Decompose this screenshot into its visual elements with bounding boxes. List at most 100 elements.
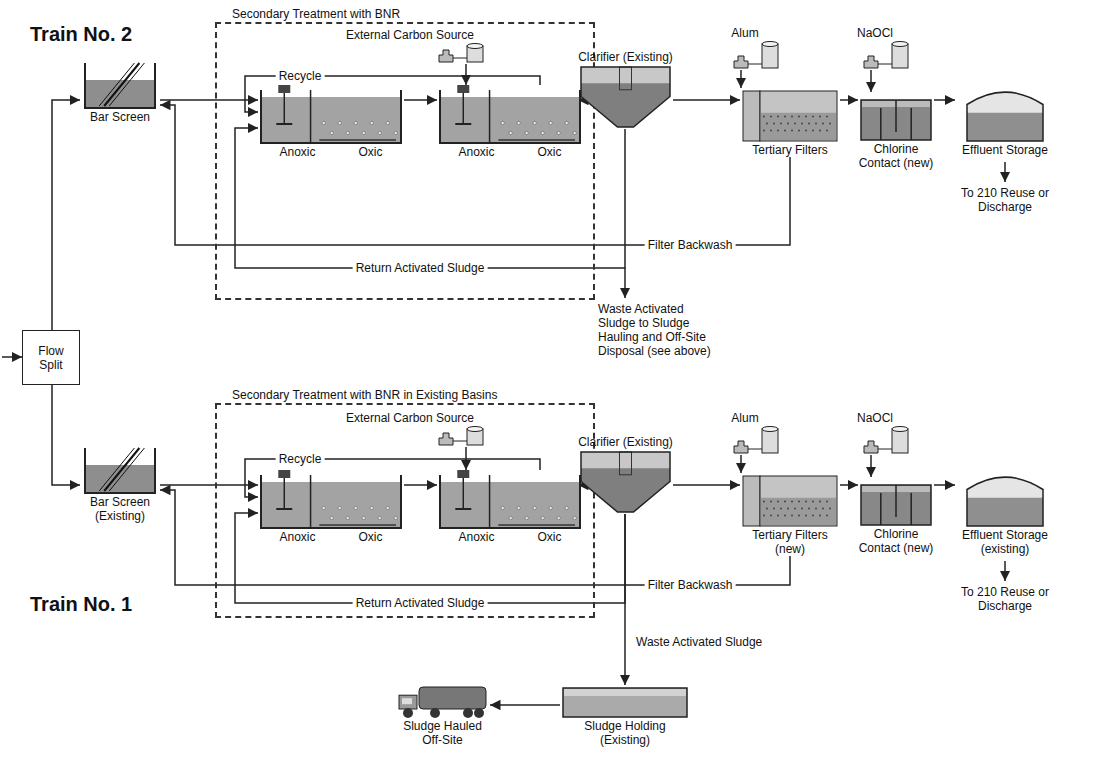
clarifier-illustration bbox=[578, 64, 673, 129]
air-bubble bbox=[501, 506, 504, 509]
air-bubble bbox=[354, 506, 357, 509]
air-bubble bbox=[322, 506, 325, 509]
note-holder: To 210 Reuse or Discharge bbox=[950, 186, 1060, 214]
mixer-motor bbox=[278, 85, 290, 93]
bnr-basin-illustration bbox=[437, 85, 583, 145]
chemical-feed: NaOCl bbox=[835, 26, 915, 70]
flow-line bbox=[465, 64, 467, 85]
clarifier: Clarifier (Existing) bbox=[578, 435, 673, 514]
media-grain bbox=[770, 501, 772, 503]
media-grain bbox=[805, 130, 807, 132]
tank-wall bbox=[261, 475, 401, 528]
line-label-holder: Recycle bbox=[276, 452, 325, 466]
air-bubble bbox=[533, 506, 536, 509]
unit-label: Anoxic bbox=[458, 145, 494, 159]
flow-line bbox=[52, 100, 80, 330]
water bbox=[967, 113, 1043, 141]
media-grain bbox=[805, 116, 807, 118]
mixer-shaft bbox=[284, 478, 286, 509]
baffle-wall bbox=[910, 493, 912, 525]
air-bubble bbox=[386, 121, 389, 124]
flow-label: Recycle bbox=[276, 452, 325, 466]
media-grain bbox=[812, 116, 814, 118]
inlet-chamber bbox=[743, 476, 760, 526]
unit-label: Bar Screen bbox=[90, 110, 150, 124]
unit-label: NaOCl bbox=[857, 26, 893, 40]
flow-label: Recycle bbox=[276, 69, 325, 83]
water bbox=[262, 482, 400, 527]
tertiary-filter-illustration bbox=[740, 473, 840, 528]
water bbox=[262, 97, 400, 142]
flow-line bbox=[404, 99, 437, 101]
bar-rack bbox=[99, 448, 134, 491]
truck-tank bbox=[419, 687, 486, 709]
media-grain bbox=[822, 123, 824, 125]
filter-media bbox=[761, 498, 836, 525]
cab-window bbox=[402, 698, 412, 704]
unit-label: Oxic bbox=[359, 145, 383, 159]
unit-label: Flow Split bbox=[26, 344, 76, 372]
unit-label: Tertiary Filters bbox=[752, 143, 827, 157]
media-grain bbox=[822, 508, 824, 510]
media-grain bbox=[801, 508, 803, 510]
tank-interior bbox=[967, 92, 1043, 141]
feed-pipe bbox=[878, 64, 892, 65]
storage-tank bbox=[967, 92, 1043, 141]
feed-pump bbox=[864, 441, 878, 453]
sludge-holding-tank-illustration bbox=[560, 685, 690, 719]
flow-label: Filter Backwash bbox=[645, 238, 736, 252]
contact-water bbox=[861, 100, 931, 140]
air-bubble bbox=[541, 131, 544, 134]
bar-screen: Bar Screen (Existing) bbox=[80, 445, 160, 523]
water bbox=[441, 482, 579, 527]
flow-line bbox=[160, 99, 258, 101]
media-grain bbox=[819, 515, 821, 517]
chemical-feed-illustration bbox=[330, 42, 490, 64]
unit-label: Sludge Holding (Existing) bbox=[560, 719, 690, 747]
media-grain bbox=[763, 515, 765, 517]
sludge-zone bbox=[581, 67, 670, 127]
chemical-feed-illustration bbox=[705, 425, 785, 455]
media-grain bbox=[787, 123, 789, 125]
bnr-basin-illustration bbox=[437, 470, 583, 530]
mixer-motor bbox=[457, 470, 469, 478]
chemical-feed-illustration bbox=[835, 40, 915, 70]
unit-label: Alum bbox=[731, 26, 758, 40]
filter-cell bbox=[760, 91, 837, 141]
flow-line bbox=[840, 484, 858, 486]
chemical-feed: Alum bbox=[705, 26, 785, 70]
unit-label: Effluent Storage bbox=[962, 143, 1048, 157]
mixer-motor bbox=[457, 85, 469, 93]
truck-wheel bbox=[474, 708, 484, 718]
unit-label: Anoxic bbox=[458, 530, 494, 544]
media-grain bbox=[763, 501, 765, 503]
baffle-wall bbox=[910, 108, 912, 140]
feed-pipe bbox=[748, 64, 762, 65]
line-label-holder: Filter Backwash bbox=[645, 578, 736, 592]
chemical-feed: External Carbon Source bbox=[330, 28, 490, 64]
unit-label: Anoxic bbox=[279, 145, 315, 159]
drum-top bbox=[467, 44, 483, 49]
media-grain bbox=[780, 123, 782, 125]
sludge-truck: Sludge Hauled Off-Site bbox=[395, 685, 490, 747]
bar-screen-illustration bbox=[80, 445, 160, 495]
unit-label: Bar Screen (Existing) bbox=[80, 495, 160, 523]
unit-label: Chlorine Contact (new) bbox=[858, 527, 934, 555]
drum-top bbox=[892, 42, 908, 47]
media-grain bbox=[766, 123, 768, 125]
chlorine-contact-illustration bbox=[858, 92, 934, 142]
bnr-basin: AnoxicOxic bbox=[437, 85, 583, 159]
media-grain bbox=[815, 508, 817, 510]
note-holder: Train No. 2 bbox=[30, 22, 200, 46]
chlorine-contact: Chlorine Contact (new) bbox=[858, 92, 934, 170]
line-label-holder: Return Activated Sludge bbox=[353, 596, 488, 610]
baffle bbox=[489, 475, 491, 528]
tertiary-filter: Tertiary Filters bbox=[740, 88, 840, 157]
media-grain bbox=[787, 508, 789, 510]
media-grain bbox=[801, 123, 803, 125]
unit-label: Tertiary Filters (new) bbox=[740, 528, 840, 556]
flow-line bbox=[870, 70, 872, 92]
chemical-drum bbox=[892, 44, 908, 68]
